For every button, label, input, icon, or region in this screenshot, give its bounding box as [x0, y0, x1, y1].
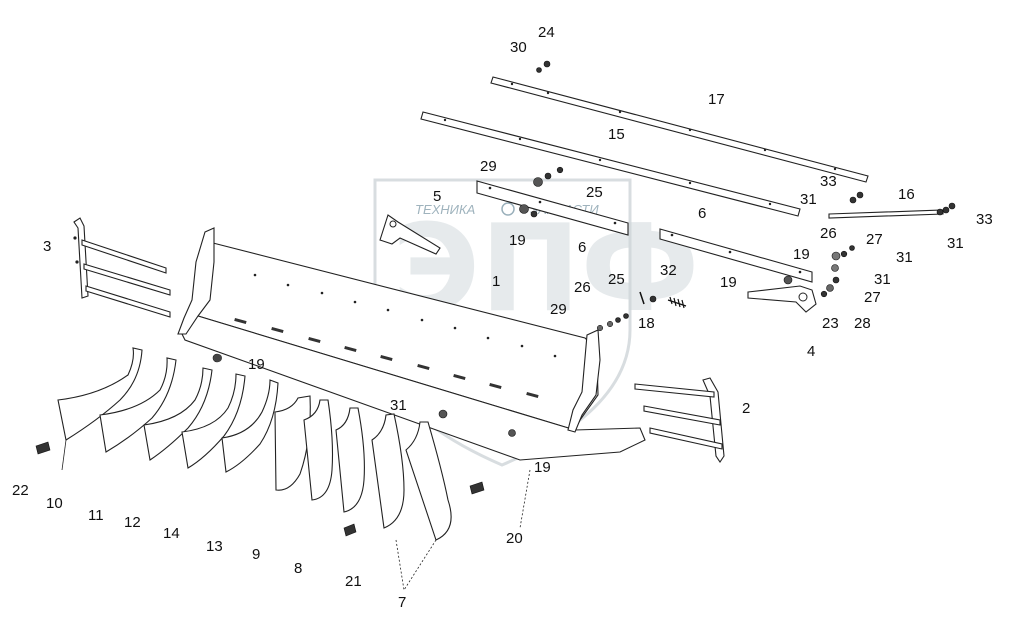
label-part-15: 15 [608, 126, 625, 143]
label-part-19: 19 [720, 274, 737, 291]
blade-13 [221, 379, 279, 473]
bracket-4 [747, 285, 817, 313]
blade-8b [335, 407, 365, 513]
label-part-32: 32 [660, 262, 677, 279]
body-slots [234, 317, 539, 399]
label-part-33: 33 [820, 173, 837, 190]
blade-9 [274, 395, 311, 491]
label-part-7: 7 [398, 594, 406, 611]
label-part-9: 9 [252, 546, 260, 563]
label-part-18: 18 [638, 315, 655, 332]
label-part-1: 1 [492, 273, 500, 290]
label-part-19: 19 [248, 356, 265, 373]
label-part-27: 27 [866, 231, 883, 248]
label-part-2: 2 [742, 400, 750, 417]
label-part-31: 31 [390, 397, 407, 414]
label-part-22: 22 [12, 482, 29, 499]
label-part-26: 26 [820, 225, 837, 242]
bracket-5 [379, 214, 441, 255]
plate-6-upper [476, 180, 629, 236]
label-part-12: 12 [124, 514, 141, 531]
label-part-29: 29 [480, 158, 497, 175]
label-part-27: 27 [864, 289, 881, 306]
flap-blades [57, 347, 452, 541]
label-part-8: 8 [294, 560, 302, 577]
label-part-13: 13 [206, 538, 223, 555]
blade-7b [405, 421, 452, 541]
bar-15 [420, 111, 801, 217]
label-part-24: 24 [538, 24, 555, 41]
label-part-21: 21 [345, 573, 362, 590]
frame-3 [73, 217, 171, 318]
label-part-31: 31 [947, 235, 964, 252]
label-part-31: 31 [896, 249, 913, 266]
watermark-gear-icon [501, 202, 515, 216]
bar-17 [490, 76, 869, 183]
blade-14 [181, 373, 246, 469]
blade-11 [99, 357, 177, 453]
label-part-19: 19 [793, 246, 810, 263]
frame-2 [634, 377, 725, 463]
label-part-28: 28 [854, 315, 871, 332]
label-part-3: 3 [43, 238, 51, 255]
label-part-6: 6 [698, 205, 706, 222]
rod-16 [828, 208, 944, 219]
label-part-31: 31 [800, 191, 817, 208]
hardware-top [519, 60, 956, 218]
label-part-26: 26 [574, 279, 591, 296]
label-part-20: 20 [506, 530, 523, 547]
label-part-23: 23 [822, 315, 839, 332]
label-part-29: 29 [550, 301, 567, 318]
label-part-5: 5 [433, 188, 441, 205]
label-part-33: 33 [976, 211, 993, 228]
bolts-lower [35, 441, 485, 537]
label-part-19: 19 [509, 232, 526, 249]
label-part-11: 11 [88, 507, 104, 524]
label-part-4: 4 [807, 343, 815, 360]
label-part-16: 16 [898, 186, 915, 203]
label-part-31: 31 [874, 271, 891, 288]
plate-6-lower [659, 228, 813, 283]
label-part-10: 10 [46, 495, 63, 512]
hardware-right [596, 245, 855, 332]
blade-8 [303, 399, 334, 501]
label-part-25: 25 [586, 184, 603, 201]
blade-7a [371, 413, 405, 529]
label-part-17: 17 [708, 91, 725, 108]
label-part-14: 14 [163, 525, 180, 542]
blade-12 [143, 367, 213, 461]
part-labels: 1 2 3 4 5 6 6 7 8 9 10 11 12 13 14 15 16… [12, 24, 993, 611]
main-body-1 [177, 227, 646, 461]
watermark-brand-left: ТЕХНИКА [415, 202, 475, 217]
leader-lines [61, 439, 531, 591]
label-part-25: 25 [608, 271, 625, 288]
label-part-30: 30 [510, 39, 527, 56]
label-part-6: 6 [578, 239, 586, 256]
body-holes [253, 273, 557, 358]
label-part-19: 19 [534, 459, 551, 476]
